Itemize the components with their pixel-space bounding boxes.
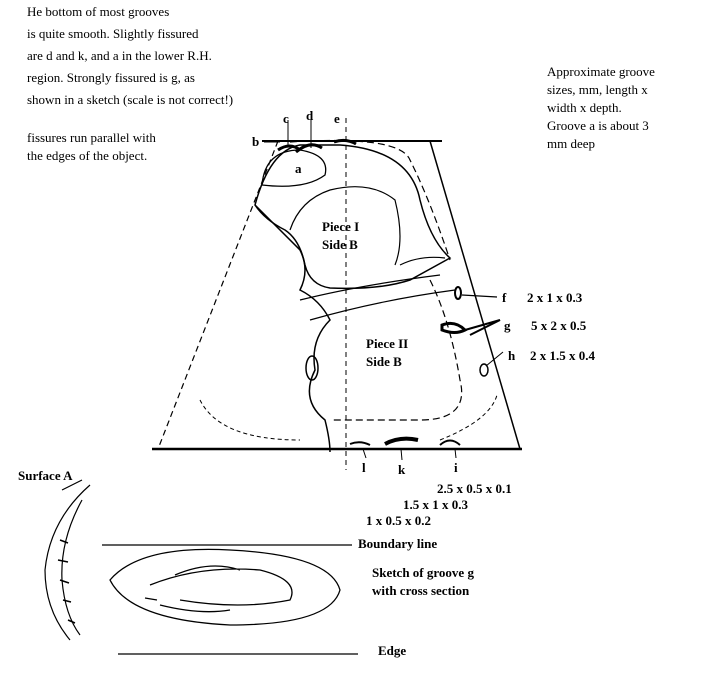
- label-l: l: [362, 460, 366, 475]
- note-line: region. Strongly fissured is g, as: [27, 70, 195, 85]
- cross-section-fissures: [57, 539, 76, 624]
- left-edge: [157, 140, 279, 450]
- fissure-note: fissures run parallel with: [27, 130, 156, 145]
- groove-g-sketch: [109, 548, 341, 626]
- label-d: d: [306, 108, 314, 123]
- leader-h: [485, 351, 504, 367]
- groove-h: [479, 363, 489, 377]
- leader-i: [454, 448, 457, 459]
- fracture-line: [254, 204, 331, 453]
- piece2-label: Piece II: [366, 336, 409, 351]
- piece1-label: Piece I: [322, 219, 360, 234]
- piece1-outline: [254, 144, 452, 290]
- note-line: shown in a sketch (scale is not correct!…: [27, 92, 234, 107]
- dim-i: 2.5 x 0.5 x 0.1: [437, 481, 512, 496]
- dim-l: 1 x 0.5 x 0.2: [366, 513, 431, 528]
- surface-a-label: Surface A: [18, 468, 73, 483]
- label-i: i: [454, 460, 458, 475]
- fissure-note: the edges of the object.: [27, 148, 148, 163]
- groove-f: [454, 286, 462, 300]
- label-g: g: [504, 318, 511, 333]
- label-f: f: [502, 290, 507, 305]
- surface-a-arrow: [61, 479, 83, 491]
- piece2-side: Side B: [366, 354, 402, 369]
- groove-k: [384, 436, 419, 446]
- piece1-interior: [289, 186, 446, 266]
- label-h: h: [508, 348, 516, 363]
- groove-l: [349, 441, 371, 446]
- note-line: is quite smooth. Slightly fissured: [27, 26, 199, 41]
- lower-boundary-curve: [199, 394, 498, 441]
- right-edge: [429, 140, 521, 450]
- note-line: are d and k, and a in the lower R.H.: [27, 48, 212, 63]
- groove-a: [261, 149, 327, 187]
- boundary-line-label: Boundary line: [358, 536, 438, 551]
- note-line: He bottom of most grooves: [27, 4, 170, 19]
- label-b: b: [252, 134, 260, 149]
- edge-label: Edge: [378, 643, 407, 658]
- sizes-note: sizes, mm, length x: [547, 82, 648, 97]
- label-e: e: [334, 111, 340, 126]
- crossing-lines: [299, 274, 456, 321]
- dim-k: 1.5 x 1 x 0.3: [403, 497, 468, 512]
- dim-g: 5 x 2 x 0.5: [531, 318, 587, 333]
- groove-i: [439, 439, 461, 446]
- leader-k: [400, 448, 403, 461]
- leader-l: [362, 448, 367, 459]
- sizes-note: width x depth.: [547, 100, 622, 115]
- sizes-note: Approximate groove: [547, 64, 655, 79]
- groove-g: [440, 321, 468, 334]
- sketch-subtitle: with cross section: [372, 583, 470, 598]
- dim-f: 2 x 1 x 0.3: [527, 290, 583, 305]
- leader-f: [461, 294, 498, 298]
- dim-h: 2 x 1.5 x 0.4: [530, 348, 595, 363]
- leader-g: [464, 319, 501, 336]
- sketch-title: Sketch of groove g: [372, 565, 474, 580]
- sizes-note: Groove a is about 3: [547, 118, 649, 133]
- sizes-note: mm deep: [547, 136, 596, 151]
- piece1-side: Side B: [322, 237, 358, 252]
- side-groove: [305, 355, 319, 381]
- label-c: c: [283, 111, 289, 126]
- label-a: a: [295, 161, 302, 176]
- label-k: k: [398, 462, 406, 477]
- groove-marks-top: [277, 138, 357, 154]
